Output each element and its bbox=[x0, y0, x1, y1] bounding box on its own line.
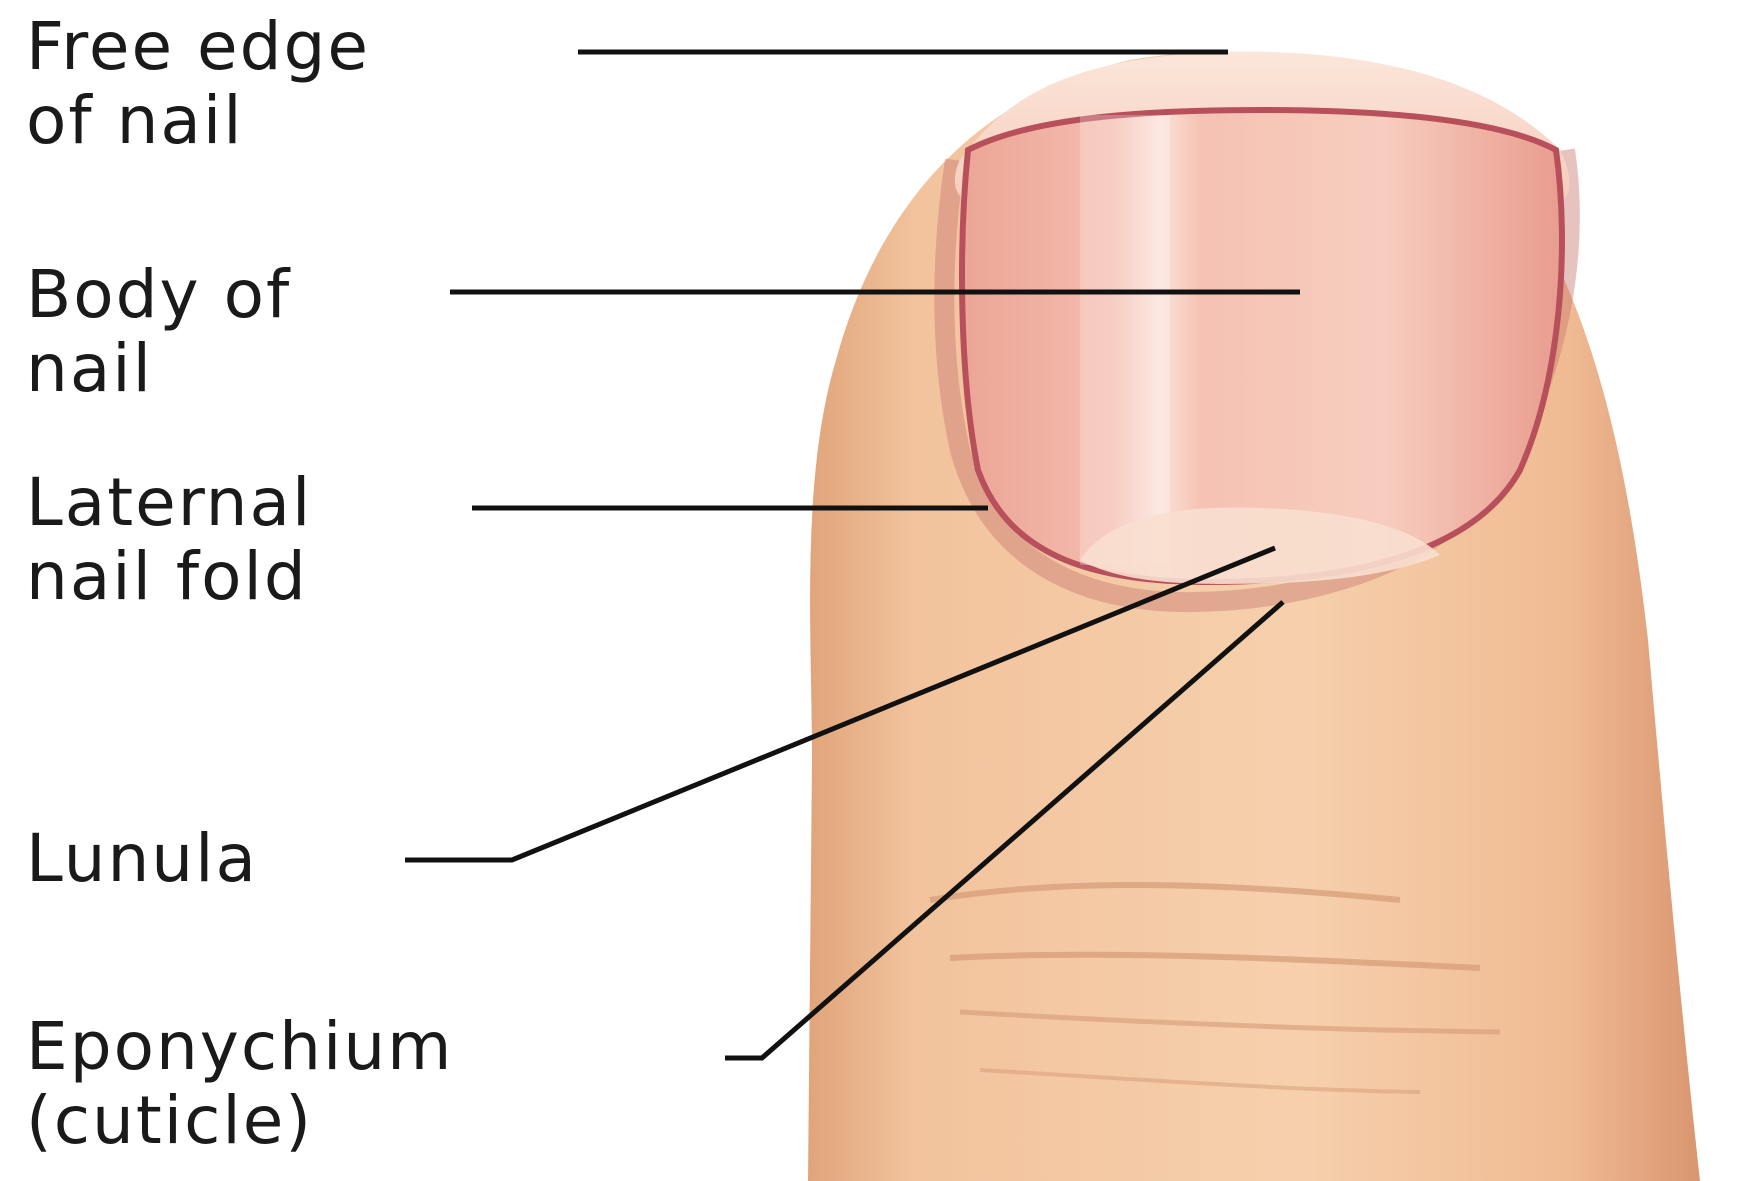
label-body-of-nail: Body of nail bbox=[26, 258, 291, 406]
label-lunula: Lunula bbox=[26, 822, 258, 896]
label-eponychium: Eponychium (cuticle) bbox=[26, 1010, 453, 1158]
label-free-edge-of-nail: Free edge of nail bbox=[26, 10, 370, 158]
nail-highlight bbox=[1080, 115, 1170, 565]
label-lateral-nail-fold: Laternal nail fold bbox=[26, 466, 312, 614]
